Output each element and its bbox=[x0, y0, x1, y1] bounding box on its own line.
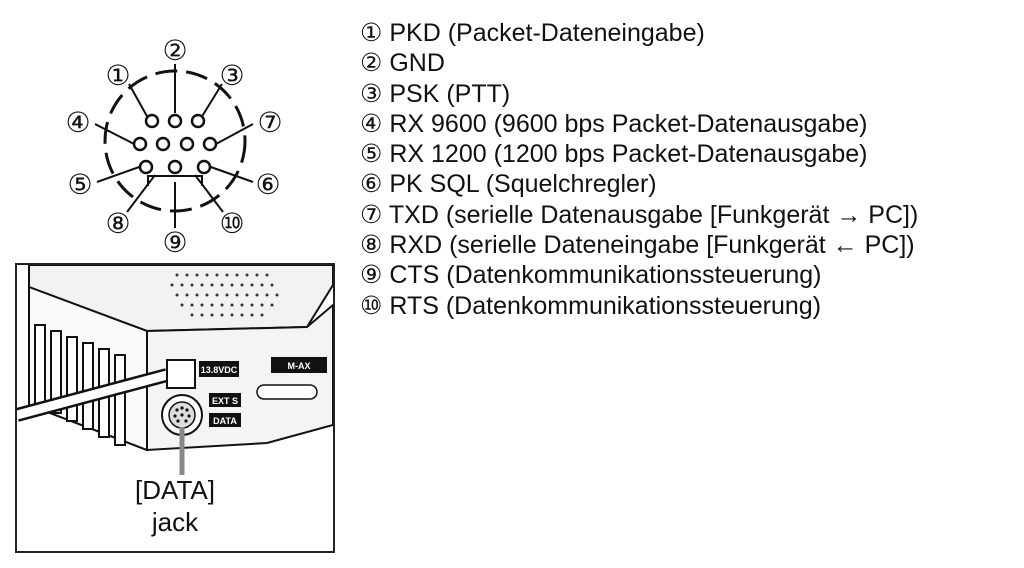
pin-hole-8-upper bbox=[167, 159, 183, 175]
pin-number-10: ⑩ bbox=[219, 207, 244, 240]
pin-hole-6 bbox=[196, 159, 212, 175]
pin-description: ① PKD (Packet-Dateneingabe) bbox=[360, 19, 705, 47]
pin-number-4: ④ bbox=[65, 106, 90, 139]
pin-number-2: ② bbox=[162, 34, 187, 67]
speaker-grille bbox=[170, 273, 279, 317]
pin-hole-1 bbox=[144, 113, 160, 129]
pin-hole-7 bbox=[202, 136, 218, 152]
pin-number-8: ⑧ bbox=[105, 207, 130, 240]
pin-hole-3 bbox=[190, 113, 206, 129]
pin-description: ⑥ PK SQL (Squelchregler) bbox=[360, 170, 657, 199]
pin-hole-5 bbox=[138, 159, 154, 175]
pin-hole-center-left bbox=[155, 136, 171, 152]
radio-rear-panel-drawing: 13.8VDC M-AX EXT S DATA bbox=[17, 265, 333, 475]
pin-number-1: ① bbox=[105, 59, 130, 92]
ext-sp-label: EXT S bbox=[212, 396, 238, 406]
pin-description: ⑦ TXD (serielle Datenausgabe [Funkgerät … bbox=[360, 200, 919, 229]
pin-description: ⑧ RXD (serielle Dateneingabe [Funkgerät … bbox=[360, 231, 915, 260]
pin-description: ⑩ RTS (Datenkommunikationssteuerung) bbox=[360, 291, 822, 320]
connector-key-notch bbox=[147, 175, 203, 186]
pin-description: ③ PSK (PTT) bbox=[360, 79, 511, 108]
pin-hole-center-right bbox=[179, 136, 195, 152]
pin-description-list: ① PKD (Packet-Dateneingabe) ② GND ③ PSK … bbox=[360, 18, 918, 321]
pin-hole-2 bbox=[167, 113, 183, 129]
pin-leader-lines bbox=[94, 64, 254, 228]
pin-hole-4 bbox=[132, 136, 148, 152]
pin-number-7: ⑦ bbox=[257, 106, 282, 139]
connector-pinout-diagram: ① ② ③ ④ ⑤ ⑥ ⑦ ⑧ ⑨ ⑩ bbox=[65, 34, 282, 259]
power-label: 13.8VDC bbox=[201, 365, 238, 375]
device-illustration: 13.8VDC M-AX EXT S DATA [DATA] jack bbox=[15, 263, 335, 553]
pin-holes bbox=[132, 113, 218, 175]
data-port-label: DATA bbox=[213, 416, 237, 426]
pin-number-3: ③ bbox=[219, 59, 244, 92]
data-jack-label-suffix: jack bbox=[151, 507, 199, 537]
pin-number-5: ⑤ bbox=[67, 168, 92, 201]
data-jack-label: [DATA] bbox=[135, 475, 215, 505]
pin-description: ④ RX 9600 (9600 bps Packet-Datenausgabe) bbox=[360, 109, 868, 138]
pin-description: ② GND bbox=[360, 49, 445, 78]
pin-number-6: ⑥ bbox=[255, 168, 280, 201]
model-label: M-AX bbox=[288, 361, 311, 371]
pin-number-9: ⑨ bbox=[162, 226, 187, 259]
pin-description: ⑤ RX 1200 (1200 bps Packet-Datenausgabe) bbox=[360, 140, 868, 169]
pin-description: ⑨ CTS (Datenkommunikationssteuerung) bbox=[360, 261, 822, 290]
